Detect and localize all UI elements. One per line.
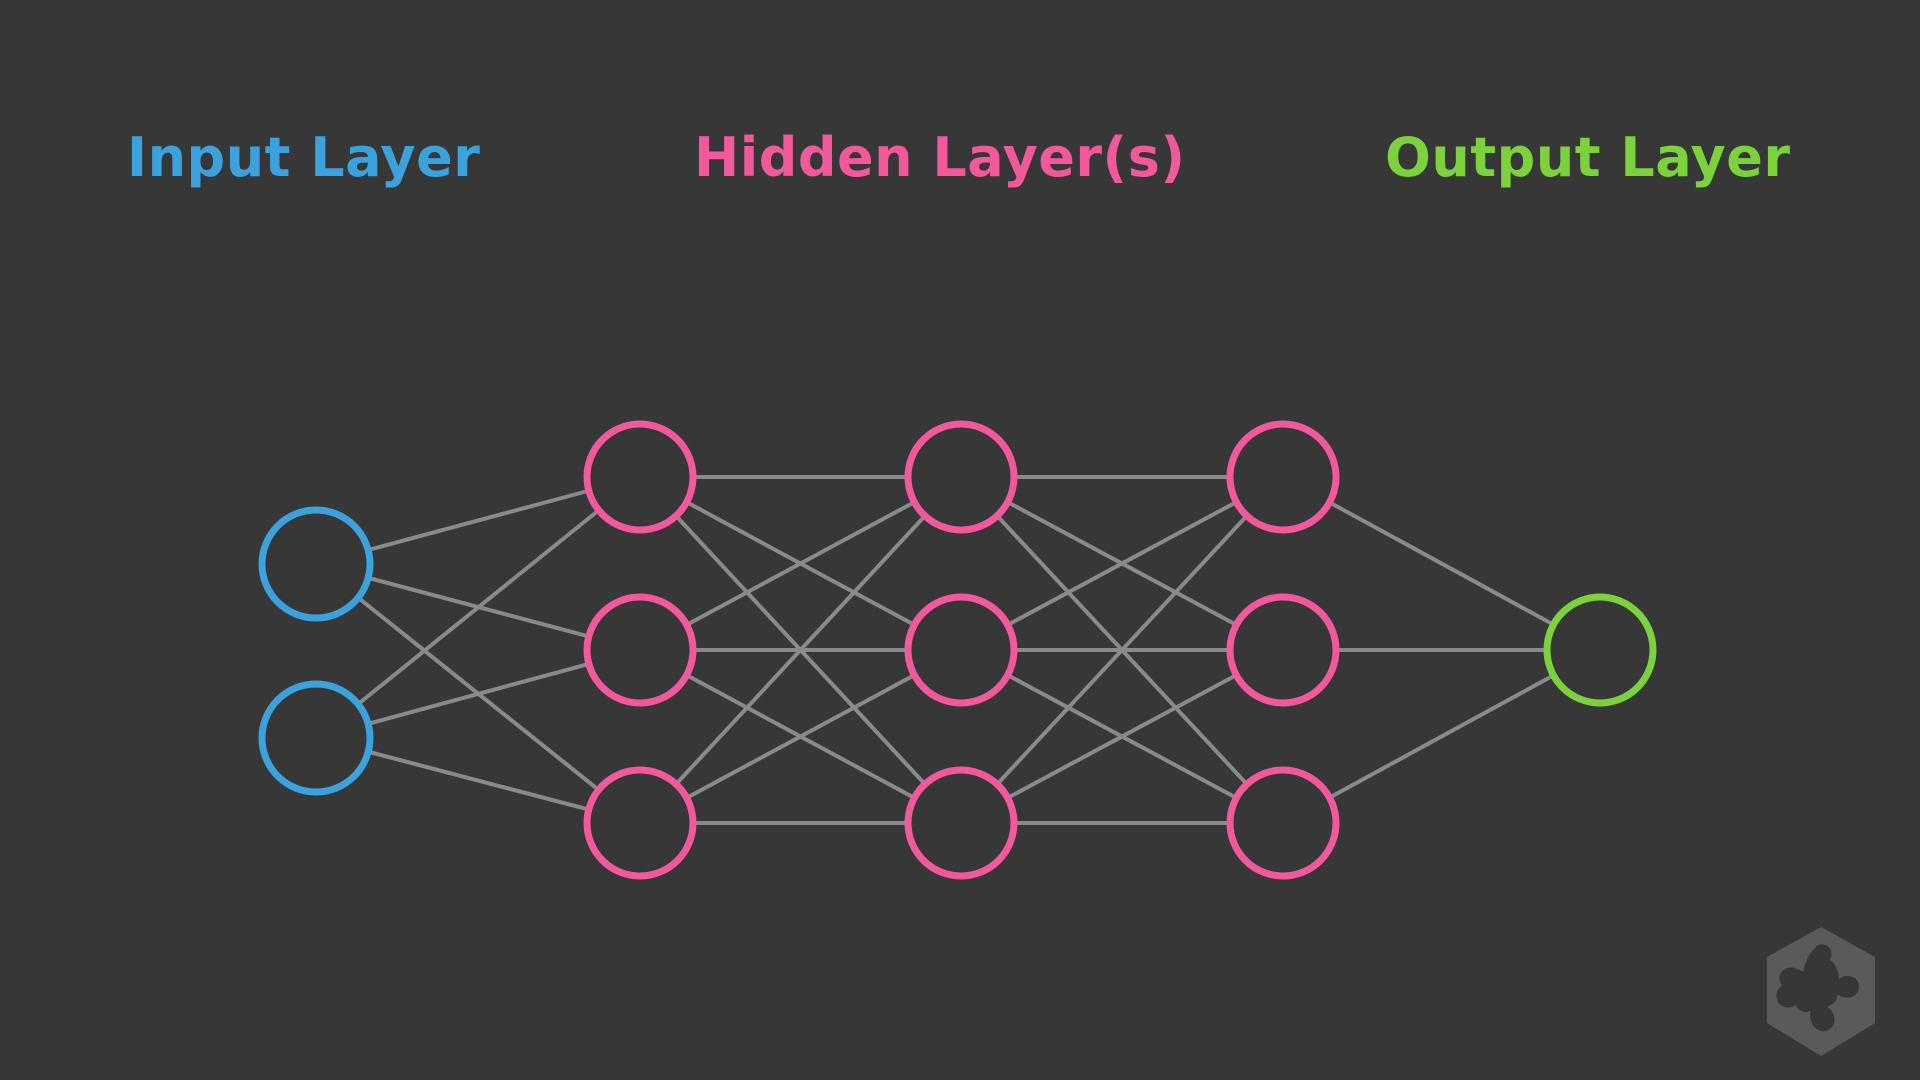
node-h1_1[interactable] bbox=[583, 420, 697, 534]
input-layer-label: Input Layer bbox=[127, 126, 481, 189]
hexagon-neuron-logo-icon bbox=[1767, 927, 1875, 1056]
connection-line bbox=[674, 514, 927, 786]
connection-line bbox=[995, 514, 1249, 786]
connections-group bbox=[356, 475, 1555, 825]
connection-line bbox=[1328, 673, 1555, 800]
node-h3_3[interactable] bbox=[1226, 766, 1340, 880]
node-o1[interactable] bbox=[1543, 593, 1657, 707]
output-layer-label: Output Layer bbox=[1385, 126, 1791, 189]
node-h3_2[interactable] bbox=[1226, 593, 1340, 707]
node-h1_2[interactable] bbox=[583, 593, 697, 707]
node-h2_3[interactable] bbox=[904, 766, 1018, 880]
connection-line bbox=[356, 508, 600, 706]
node-h2_2[interactable] bbox=[904, 593, 1018, 707]
node-h3_1[interactable] bbox=[1226, 420, 1340, 534]
connection-line bbox=[685, 500, 916, 627]
hidden-layer-label: Hidden Layer(s) bbox=[694, 126, 1186, 189]
node-i1[interactable] bbox=[258, 506, 374, 622]
connection-line bbox=[367, 661, 590, 726]
connection-line bbox=[1006, 500, 1238, 627]
nodes-group bbox=[258, 420, 1657, 880]
node-i2[interactable] bbox=[258, 680, 374, 796]
connection-line bbox=[1006, 673, 1238, 800]
connection-line bbox=[685, 673, 916, 800]
connection-line bbox=[367, 749, 590, 812]
neuron-glyph bbox=[1776, 944, 1860, 1032]
node-h2_1[interactable] bbox=[904, 420, 1018, 534]
connection-line bbox=[1328, 500, 1555, 627]
connection-line bbox=[367, 488, 590, 552]
node-h1_3[interactable] bbox=[583, 766, 697, 880]
